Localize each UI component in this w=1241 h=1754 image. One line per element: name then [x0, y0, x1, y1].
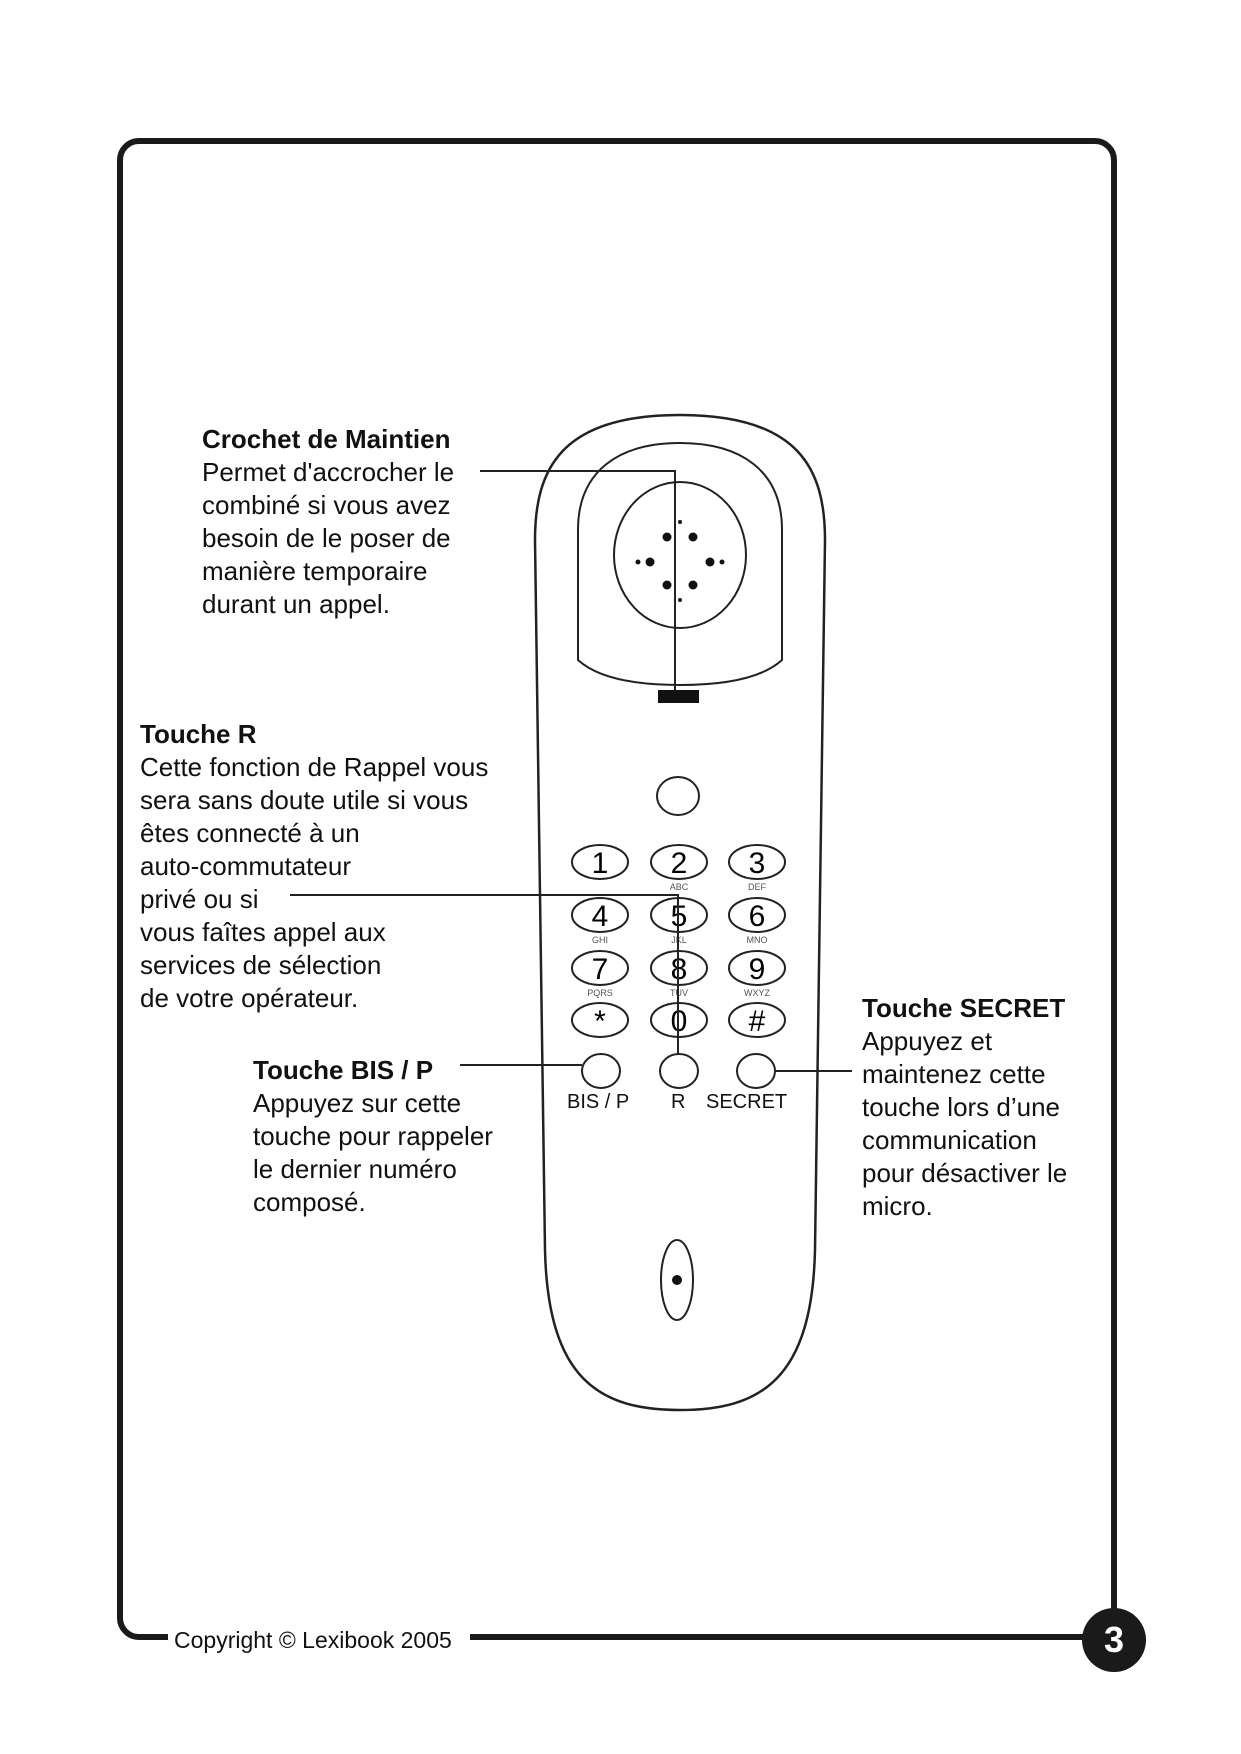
callout-touche-bis-body: Appuyez sur cette touche pour rappeler l…	[253, 1088, 493, 1217]
key-letters: ABC	[670, 882, 689, 892]
callout-touche-r-title: Touche R	[140, 719, 257, 749]
speaker-grille	[613, 481, 747, 629]
page-frame	[117, 138, 1117, 1640]
secret-button-label: SECRET	[706, 1091, 787, 1113]
callout-crochet: Crochet de Maintien Permet d'accrocher l…	[202, 423, 492, 621]
top-oval-button	[656, 776, 700, 816]
key-digit: 9	[749, 953, 766, 986]
callout-touche-secret-title: Touche SECRET	[862, 993, 1066, 1023]
key-hash[interactable]: #	[728, 1002, 786, 1038]
key-outline	[571, 844, 629, 880]
frame-footer-gap	[168, 1628, 470, 1652]
crochet-leader	[480, 470, 676, 690]
page-number: 3	[1082, 1608, 1146, 1672]
key-outline	[571, 897, 629, 933]
r-button	[659, 1053, 699, 1089]
key-digit: 3	[749, 847, 766, 880]
key-outline	[728, 897, 786, 933]
copyright-footer: Copyright © Lexibook 2005	[174, 1627, 452, 1653]
callout-crochet-body: Permet d'accrocher le combiné si vous av…	[202, 457, 455, 619]
callout-touche-r-body: Cette fonction de Rappel vous sera sans …	[140, 752, 489, 1013]
bis-button-label: BIS / P	[567, 1091, 629, 1113]
speaker-holes	[635, 520, 725, 602]
callout-touche-bis: Touche BIS / P Appuyez sur cette touche …	[253, 1054, 533, 1219]
key-outline	[728, 844, 786, 880]
r-leader	[290, 894, 679, 1055]
key-star[interactable]: *	[571, 1002, 629, 1038]
hold-hook	[658, 690, 699, 703]
key-outline	[728, 950, 786, 986]
key-letters: GHI	[592, 935, 608, 945]
key-letters: WXYZ	[744, 988, 771, 998]
bis-button	[581, 1053, 621, 1089]
callout-touche-r: Touche R Cette fonction de Rappel vous s…	[140, 718, 530, 1015]
microphone	[660, 1239, 694, 1321]
key-letters: PQRS	[587, 988, 613, 998]
key-digit: 6	[749, 900, 766, 933]
key-letters: MNO	[747, 935, 768, 945]
key-digit: 4	[592, 900, 609, 933]
callout-touche-secret-body: Appuyez et maintenez cette touche lors d…	[862, 1026, 1068, 1221]
earpiece-panel	[577, 441, 783, 687]
key-digit: 2	[671, 847, 688, 880]
callout-touche-secret: Touche SECRET Appuyez et maintenez cette…	[862, 992, 1122, 1223]
key-digit: 7	[592, 953, 609, 986]
key-outline	[571, 950, 629, 986]
key-outline	[650, 844, 708, 880]
callout-crochet-title: Crochet de Maintien	[202, 424, 451, 454]
key-1[interactable]: 1	[571, 844, 629, 880]
key-outline	[571, 1002, 629, 1038]
key-outline	[728, 1002, 786, 1038]
key-digit: #	[749, 1005, 766, 1038]
r-button-label: R	[671, 1091, 685, 1113]
secret-button	[736, 1053, 776, 1089]
key-letters: DEF	[748, 882, 767, 892]
handset-outline	[533, 413, 827, 1412]
key-digit: *	[594, 1005, 606, 1038]
callout-touche-bis-title: Touche BIS / P	[253, 1055, 434, 1085]
key-digit: 1	[592, 847, 609, 880]
